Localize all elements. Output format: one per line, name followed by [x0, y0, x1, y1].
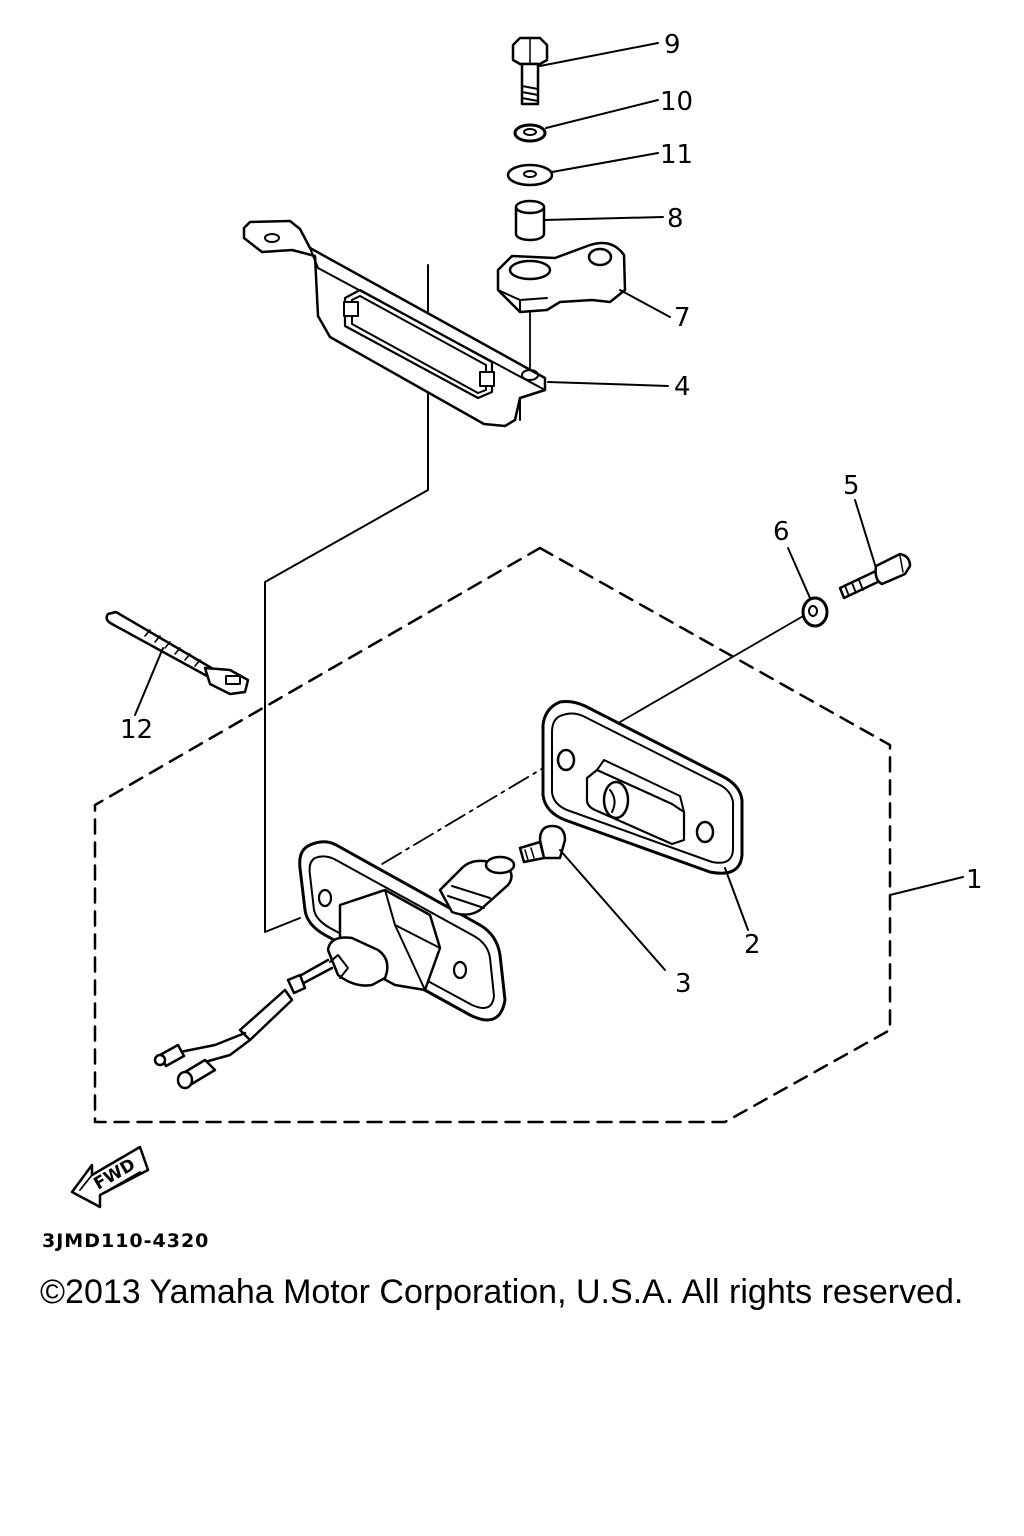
callout-9: 9 — [664, 30, 681, 60]
leader-lines — [134, 42, 964, 971]
lamp-housing — [298, 840, 516, 1022]
washer-6 — [801, 596, 829, 628]
bolt-9 — [511, 36, 549, 106]
callout-12: 12 — [120, 715, 153, 745]
callout-5: 5 — [843, 471, 860, 501]
collar-8 — [514, 199, 546, 242]
callout-7: 7 — [674, 303, 691, 333]
alignment-line-screw — [619, 614, 806, 723]
bulb-3 — [518, 824, 567, 864]
callout-8: 8 — [667, 204, 684, 234]
callout-4: 4 — [674, 372, 691, 402]
callout-1: 1 — [966, 865, 983, 895]
lock-washer-10 — [513, 123, 547, 143]
screw-5 — [838, 552, 912, 600]
cable-tie-12 — [105, 610, 250, 696]
callout-10: 10 — [660, 87, 693, 117]
lens-2 — [541, 700, 744, 875]
bracket-4 — [242, 219, 547, 428]
alignment-line-bracket — [264, 264, 429, 933]
wire-harness — [153, 958, 334, 1090]
callout-3: 3 — [675, 969, 692, 999]
callout-6: 6 — [773, 517, 790, 547]
assembly-outline — [93, 546, 892, 1124]
flat-washer-11 — [506, 163, 554, 187]
callout-2: 2 — [744, 930, 761, 960]
lever-7 — [496, 241, 627, 314]
diagram-code: 3JMD110-4320 — [42, 1230, 209, 1252]
fwd-arrow-icon: FWD — [70, 1145, 150, 1209]
copyright-notice: ©2013 Yamaha Motor Corporation, U.S.A. A… — [40, 1273, 964, 1311]
callout-11: 11 — [660, 140, 693, 170]
